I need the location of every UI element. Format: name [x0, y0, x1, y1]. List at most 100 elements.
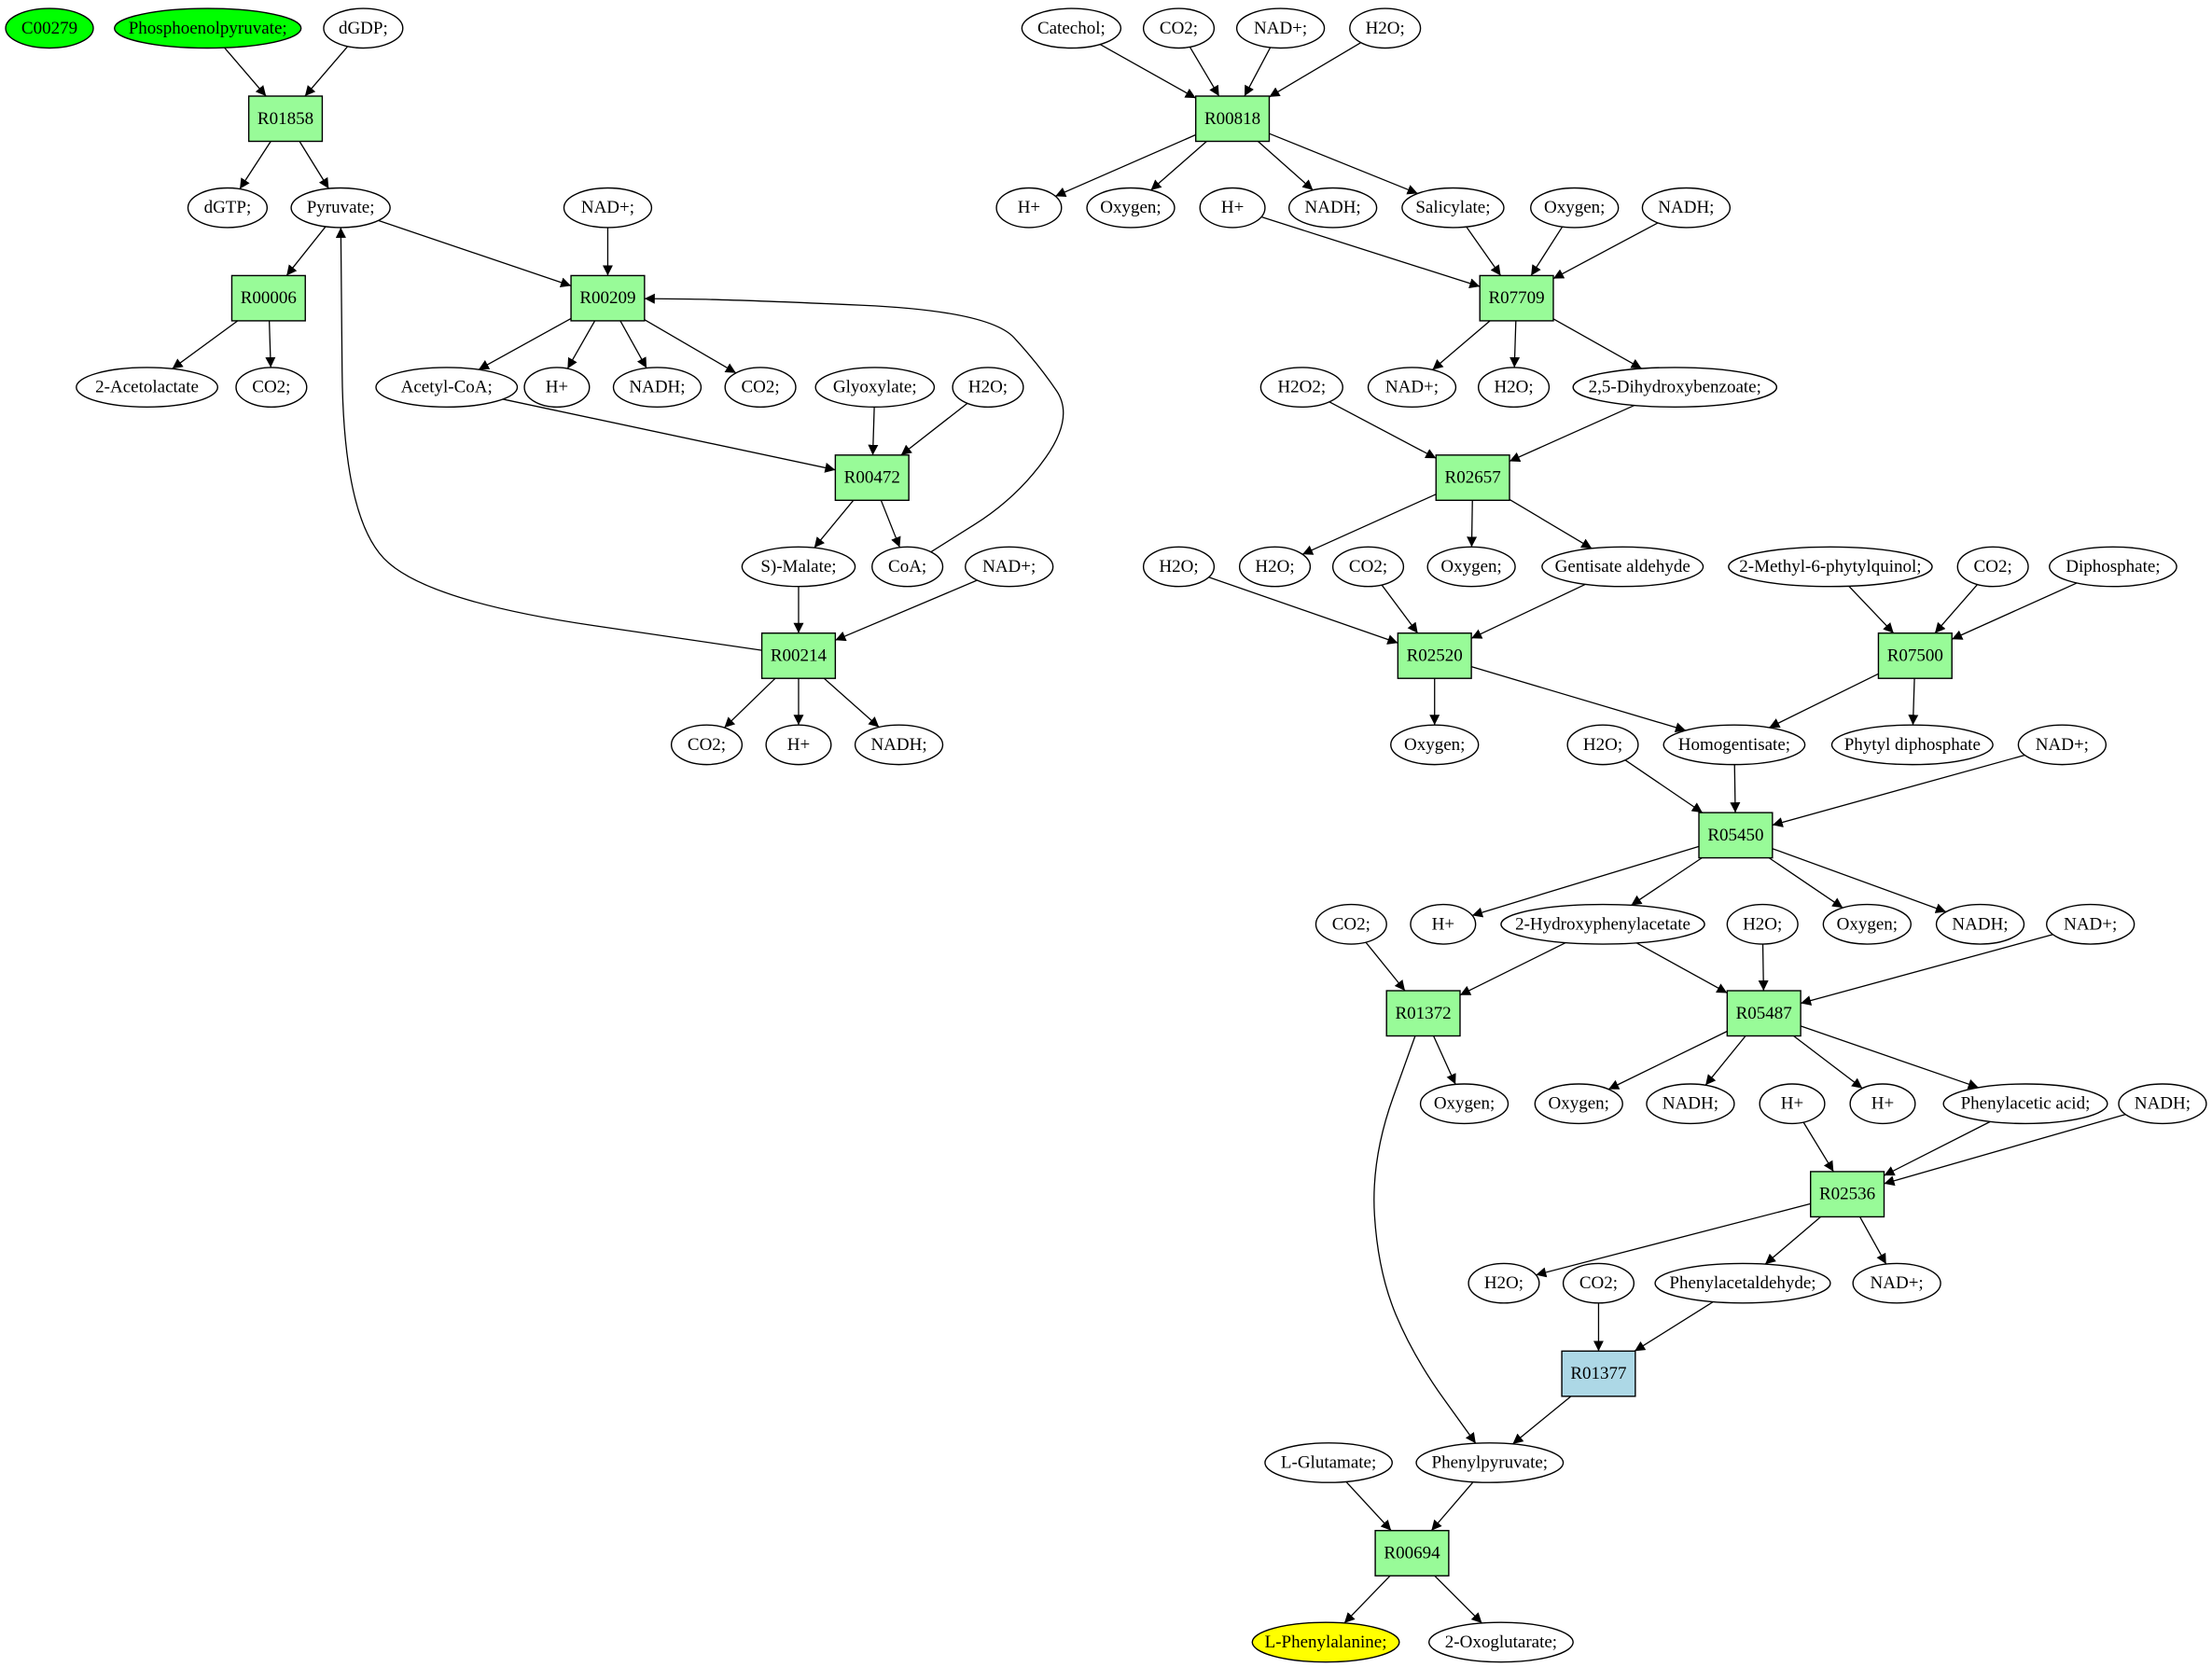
node-label: NAD+;: [982, 557, 1036, 577]
compound-ellipse: [523, 367, 591, 409]
compound-node-c_pep: Phosphoenolpyruvate;: [114, 7, 302, 49]
compound-node-c_co2_a: CO2;: [235, 367, 308, 409]
node-label: C00279: [21, 19, 77, 38]
compound-ellipse: [1142, 546, 1216, 588]
compound-node-c_phenylpyruvate: Phenylpyruvate;: [1415, 1442, 1565, 1483]
compound-ellipse: [1426, 546, 1516, 588]
reaction-node-r_R02536: R02536: [1810, 1171, 1885, 1218]
node-label: R07500: [1887, 646, 1943, 665]
compound-ellipse: [1401, 187, 1505, 229]
compound-node-c_mpq: 2-Methyl-6-phytylquinol;: [1728, 546, 1933, 588]
reaction-box: [1397, 632, 1472, 679]
edge-r_R05487-to-c_oxygen_g: [1607, 1030, 1728, 1090]
node-label: NADH;: [1658, 198, 1714, 217]
node-label: R00472: [844, 468, 900, 488]
compound-ellipse: [965, 546, 1054, 588]
compound-ellipse: [1566, 724, 1639, 766]
compound-ellipse: [1852, 1262, 1941, 1304]
compound-ellipse: [1287, 187, 1378, 229]
compound-node-c_h_c: H+: [995, 187, 1063, 229]
reaction-node-r_R00694: R00694: [1374, 1530, 1450, 1577]
reaction-node-r_R07709: R07709: [1479, 274, 1554, 322]
compound-node-c_nadh_a: NADH;: [612, 367, 703, 409]
edge-r_R00818-to-c_salicylate: [1269, 132, 1418, 195]
edge-c_salicylate-to-r_R07709: [1466, 226, 1502, 276]
reaction-node-r_R01372: R01372: [1385, 990, 1461, 1037]
compound-node-c_nad_g: NAD+;: [1852, 1262, 1941, 1304]
node-label: NADH;: [1305, 198, 1361, 217]
edge-c_phenylacetic-to-r_R02536: [1884, 1120, 1991, 1176]
reaction-node-r_R01377: R01377: [1561, 1350, 1636, 1397]
edge-c_coa-to-r_R00209: [644, 293, 1064, 553]
compound-node-c_oxygen_f: Oxygen;: [1419, 1083, 1509, 1125]
compound-node-c_h2o2: H2O2;: [1259, 367, 1343, 409]
edge-r_R00214-to-c_pyruvate: [335, 227, 762, 651]
edges-layer: [172, 42, 2126, 1624]
compound-node-c_catechol: Catechol;: [1021, 7, 1122, 49]
reaction-node-r_R07500: R07500: [1877, 632, 1953, 679]
edge-r_R00006-to-c_acetolactate: [172, 320, 239, 369]
compound-ellipse: [1259, 367, 1343, 409]
reaction-node-r_R05487: R05487: [1726, 990, 1802, 1037]
edge-r_R00694-to-c_oxoglutarate: [1434, 1575, 1482, 1624]
node-label: NADH;: [2135, 1094, 2191, 1114]
edge-c_phenylpyruvate-to-r_R00694: [1430, 1481, 1474, 1532]
edge-r_R05450-to-c_nadh_e: [1772, 848, 1947, 913]
node-label: 2-Oxoglutarate;: [1445, 1632, 1557, 1652]
reaction-box: [570, 274, 646, 322]
compound-ellipse: [1349, 7, 1422, 49]
compound-node-c_oxygen_d: Oxygen;: [1390, 724, 1480, 766]
edge-r_R01858-to-c_pyruvate: [299, 141, 329, 189]
node-label: R02657: [1445, 468, 1501, 488]
edge-c_nad_c-to-r_R00818: [1244, 47, 1272, 97]
node-label: Salicylate;: [1415, 198, 1490, 217]
edge-c_co2_d-to-r_R00818: [1189, 47, 1220, 97]
compound-node-c_malate: S)-Malate;: [741, 546, 856, 588]
compound-ellipse: [670, 724, 744, 766]
reaction-box: [1561, 1350, 1636, 1397]
reaction-box: [834, 454, 910, 502]
edge-c_nad_b-to-r_R00214: [835, 579, 978, 642]
node-label: Phytyl diphosphate: [1844, 735, 1981, 755]
edge-r_R05450-to-c_oxygen_e: [1768, 857, 1843, 909]
compound-node-c_dhb: 2,5-Dihydroxybenzoate;: [1572, 367, 1778, 409]
compound-ellipse: [995, 187, 1063, 229]
edge-c_nadh_d-to-r_R07709: [1552, 222, 1659, 280]
node-label: R00694: [1384, 1543, 1440, 1563]
compound-node-c_nad_d: NAD+;: [1367, 367, 1457, 409]
compound-node-c_nad_b: NAD+;: [965, 546, 1054, 588]
compound-node-c_nadh_f: NADH;: [1646, 1083, 1735, 1125]
reaction-node-r_R00006: R00006: [230, 274, 306, 322]
compound-ellipse: [1500, 903, 1705, 945]
node-label: H+: [1432, 914, 1454, 934]
compound-ellipse: [2118, 1083, 2207, 1125]
compound-ellipse: [1477, 367, 1551, 409]
node-label: R07709: [1489, 288, 1545, 308]
node-label: H2O2;: [1277, 378, 1326, 397]
edge-r_R00209-to-c_acetylcoa: [478, 317, 572, 370]
edge-r_R00694-to-c_lphe: [1343, 1575, 1391, 1624]
compound-node-c_glyoxylate: Glyoxylate;: [814, 367, 936, 409]
node-label: S)-Malate;: [760, 557, 836, 577]
reaction-node-r_R00214: R00214: [760, 632, 837, 679]
compound-node-c_h2o_a: H2O;: [952, 367, 1024, 409]
node-label: NAD+;: [2036, 735, 2089, 755]
reaction-box: [1385, 990, 1461, 1037]
node-label: R05450: [1707, 826, 1763, 845]
compound-ellipse: [2046, 903, 2135, 945]
edge-r_R00209-to-c_co2_b: [644, 319, 737, 374]
node-label: CO2;: [688, 735, 726, 755]
compound-node-c_nad_f: NAD+;: [2046, 903, 2135, 945]
edge-r_R00209-to-c_h_a: [566, 320, 596, 369]
compound-ellipse: [290, 187, 391, 229]
compound-ellipse: [1654, 1262, 1831, 1304]
compound-ellipse: [1849, 1083, 1916, 1125]
node-label: Phosphoenolpyruvate;: [129, 19, 287, 38]
edge-r_R01377-to-c_phenylpyruvate: [1512, 1396, 1572, 1445]
reaction-node-r_R02657: R02657: [1435, 454, 1510, 502]
edge-r_R07709-to-c_nad_d: [1432, 320, 1491, 370]
node-label: R02520: [1407, 646, 1463, 665]
compound-ellipse: [1830, 724, 1994, 766]
compound-node-c_oxygen_b: Oxygen;: [1530, 187, 1620, 229]
compound-ellipse: [76, 367, 219, 409]
